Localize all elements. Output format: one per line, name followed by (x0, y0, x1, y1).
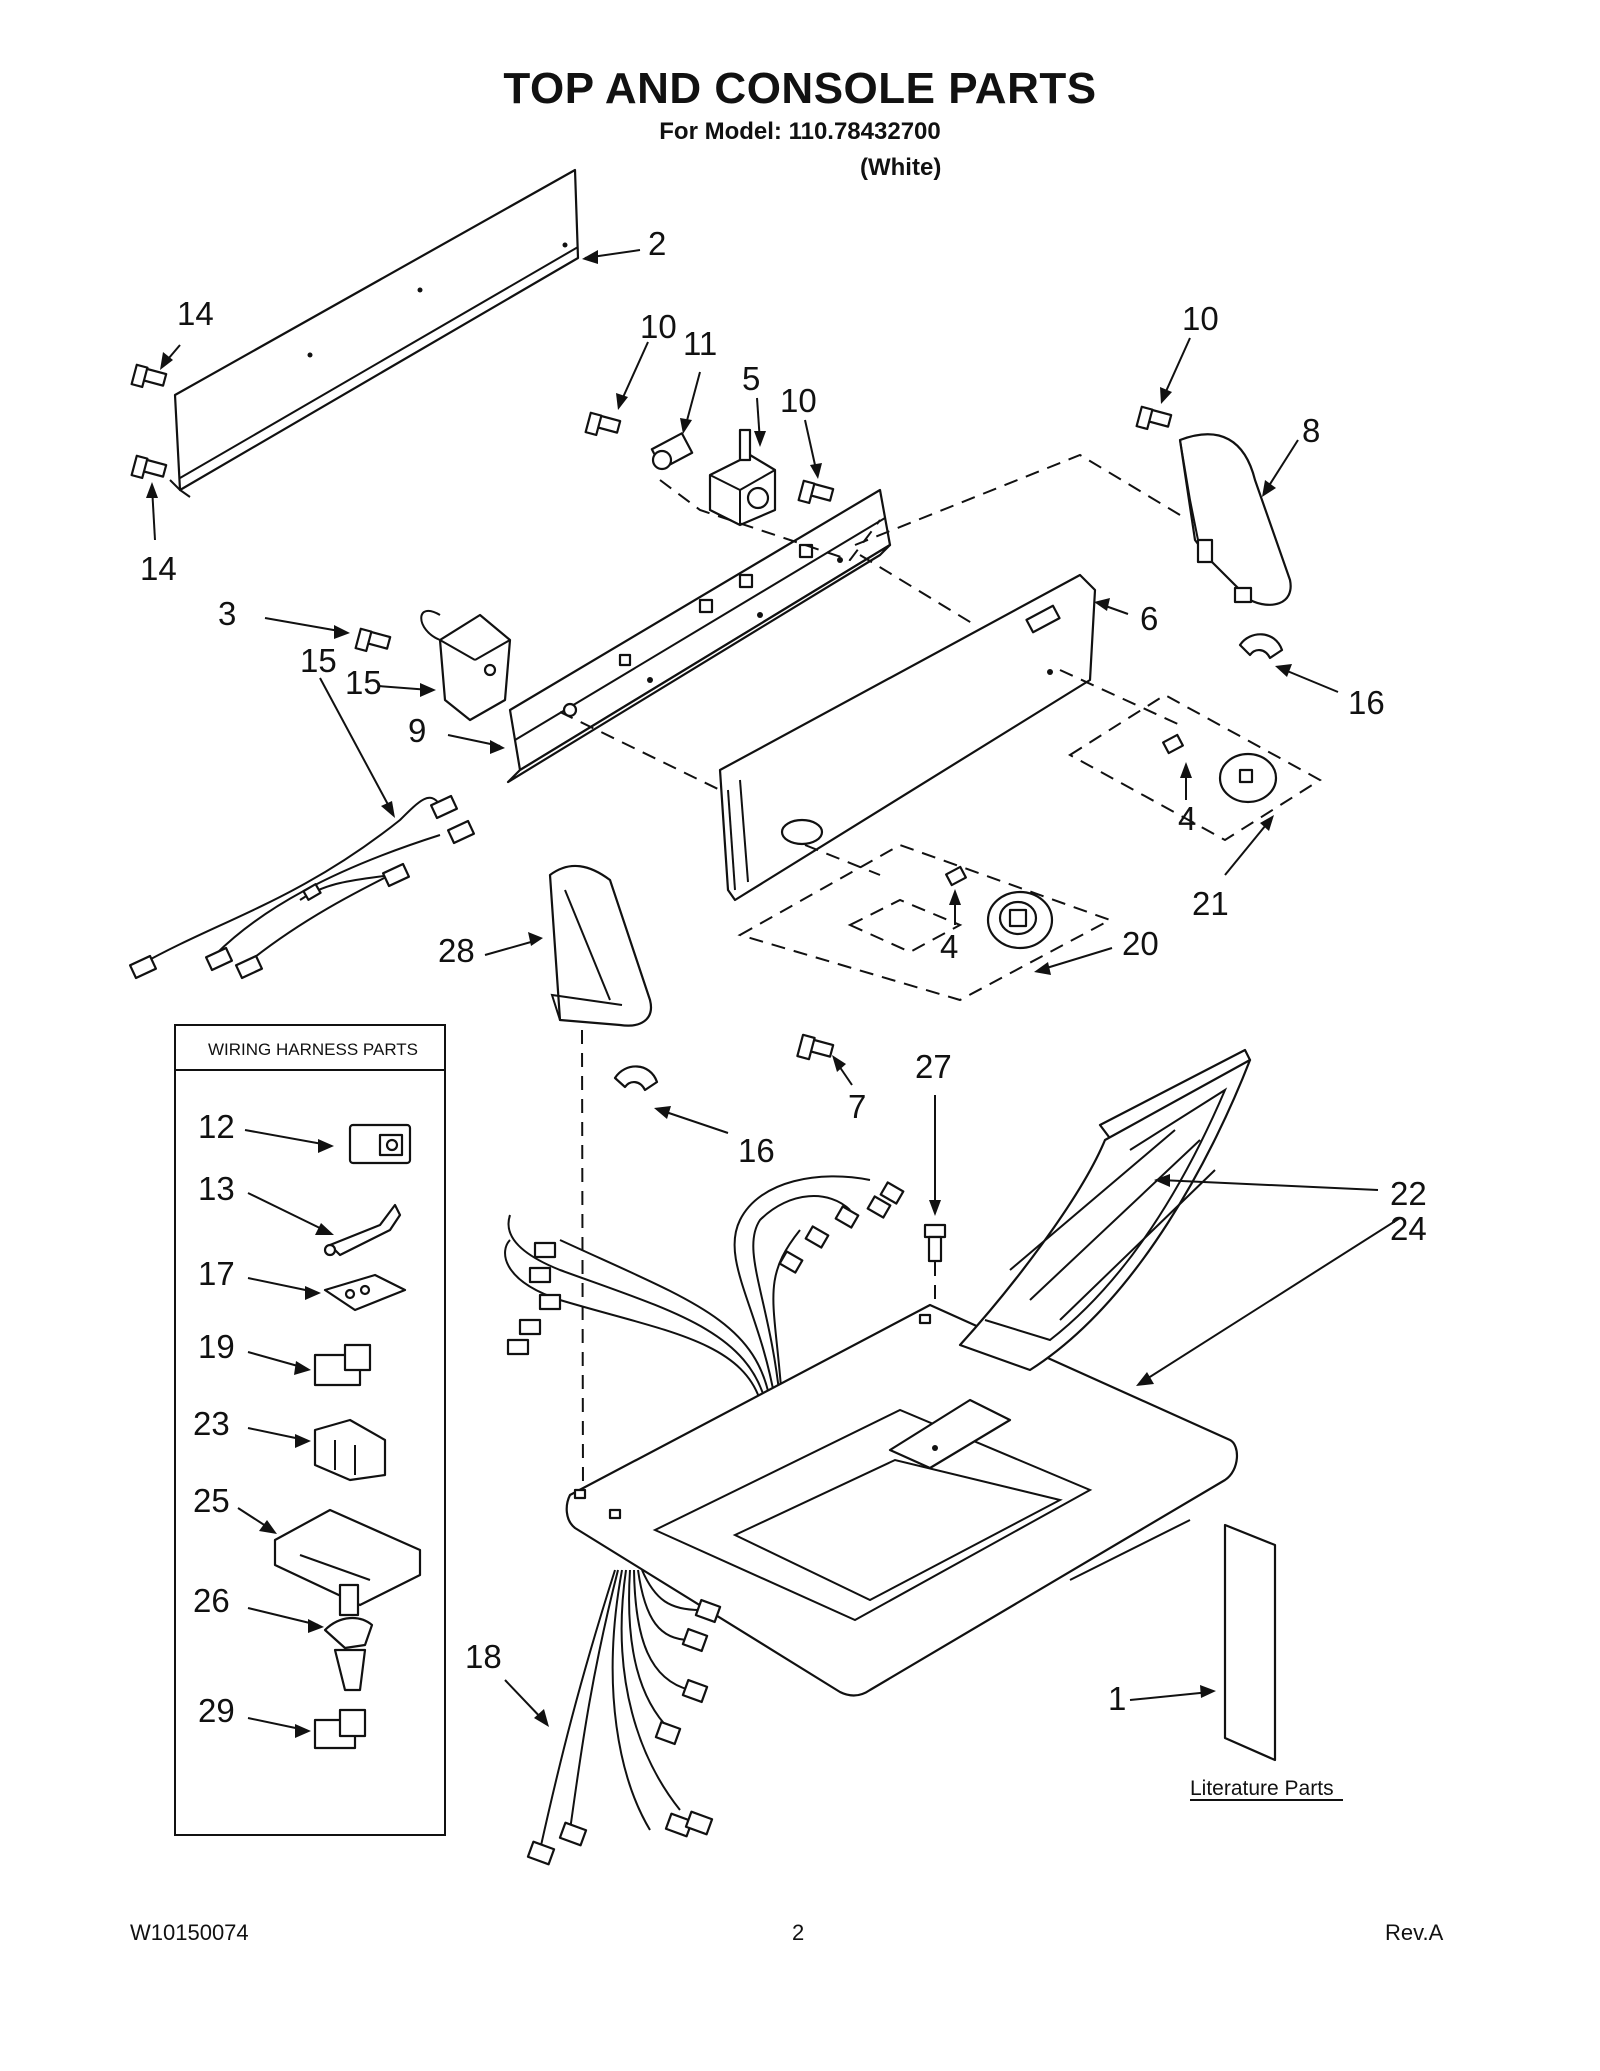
footer-revision: Rev.A (1385, 1920, 1444, 1945)
footer-page-number: 2 (792, 1920, 805, 1945)
part-11-clip (650, 432, 694, 471)
screw-27 (923, 1223, 947, 1263)
assembly-line-b (854, 453, 1181, 546)
clip-16-lower (613, 1065, 659, 1092)
callout-1: 1 (1108, 1680, 1126, 1717)
callout-3: 15 (345, 664, 382, 701)
part-28-end-cap (548, 864, 653, 1027)
callout-16-lower: 16 (738, 1132, 775, 1169)
part-5-timer (708, 428, 777, 527)
screw-14-lower (130, 454, 168, 480)
harness-item-17: 17 (198, 1255, 235, 1292)
callout-10-c: 10 (1182, 300, 1219, 337)
harness-box-title: WIRING HARNESS PARTS (208, 1040, 418, 1059)
wiring-harness-box: WIRING HARNESS PARTS 12 13 17 19 (174, 1024, 446, 1836)
screw-14-upper (130, 363, 168, 389)
wire-harness-15 (128, 794, 476, 980)
callout-20: 20 (1122, 925, 1159, 962)
clip-16-upper (1238, 633, 1284, 660)
screw-10-b (797, 479, 835, 505)
cabinet-top-part (565, 1303, 1238, 1697)
callout-4-upper: 4 (1178, 800, 1196, 837)
harness-item-25: 25 (193, 1482, 230, 1519)
callout-18: 18 (465, 1638, 502, 1675)
console-panel-part (718, 573, 1097, 902)
screw-10-c (1135, 405, 1173, 431)
callout-16-upper: 16 (1348, 684, 1385, 721)
housing-23 (313, 1418, 387, 1482)
screw-10-d (354, 627, 392, 653)
rear-panel-part (169, 168, 580, 498)
callout-8: 8 (1302, 412, 1320, 449)
terminal-13 (323, 1203, 402, 1257)
callout-14-lower: 14 (140, 550, 177, 587)
callout-10-d: 3 (218, 595, 236, 632)
assembly-line-g (581, 1029, 584, 1491)
callout-21: 21 (1192, 885, 1229, 922)
page-title: TOP AND CONSOLE PARTS (503, 64, 1097, 113)
callout-7: 7 (848, 1088, 866, 1125)
wire-harness-upper (504, 1175, 905, 1401)
callout-28: 28 (438, 932, 475, 969)
clip-26 (323, 1617, 374, 1692)
model-line: For Model: 110.78432700 (659, 118, 941, 145)
callout-27: 27 (915, 1048, 952, 1085)
footer-doc-number: W10150074 (130, 1920, 249, 1945)
callout-10-a: 10 (640, 308, 677, 345)
assembly-line-d (559, 711, 721, 791)
housing-19 (313, 1343, 372, 1387)
part-8-end-cap (1178, 433, 1292, 606)
color-line: (White) (860, 154, 942, 181)
literature-part (1223, 1523, 1277, 1762)
knob-assembly-20 (737, 843, 1113, 1002)
callout-24: 24 (1390, 1210, 1427, 1247)
callout-2: 2 (648, 225, 666, 262)
harness-item-12: 12 (198, 1108, 235, 1145)
wire-harness-18 (526, 1569, 722, 1866)
knob-assembly-21 (1068, 693, 1322, 842)
callout-10-b: 10 (780, 382, 817, 419)
housing-17 (323, 1273, 407, 1312)
assembly-line-f (804, 844, 881, 876)
connector-12 (348, 1123, 412, 1165)
callout-9: 9 (408, 712, 426, 749)
screw-10-a (584, 411, 622, 437)
screw-7 (796, 1033, 835, 1061)
callout-15: 15 (300, 642, 337, 679)
lint-screen-part (958, 1048, 1252, 1372)
harness-item-19: 19 (198, 1328, 235, 1365)
harness-item-26: 26 (193, 1582, 230, 1619)
callout-4-lower: 4 (940, 928, 958, 965)
harness-item-29: 29 (198, 1692, 235, 1729)
part-3-switch (420, 609, 512, 722)
callout-22: 22 (1390, 1175, 1427, 1212)
housing-25 (273, 1508, 422, 1617)
housing-29 (313, 1708, 367, 1750)
callout-11: 11 (683, 325, 717, 362)
callout-5: 5 (742, 360, 760, 397)
harness-item-23: 23 (193, 1405, 230, 1442)
console-frame-part (506, 488, 892, 784)
assembly-line-c (859, 554, 976, 626)
callout-14-upper: 14 (177, 295, 214, 332)
literature-label: Literature Parts (1190, 1777, 1334, 1800)
harness-item-13: 13 (198, 1170, 235, 1207)
callout-6: 6 (1140, 600, 1158, 637)
